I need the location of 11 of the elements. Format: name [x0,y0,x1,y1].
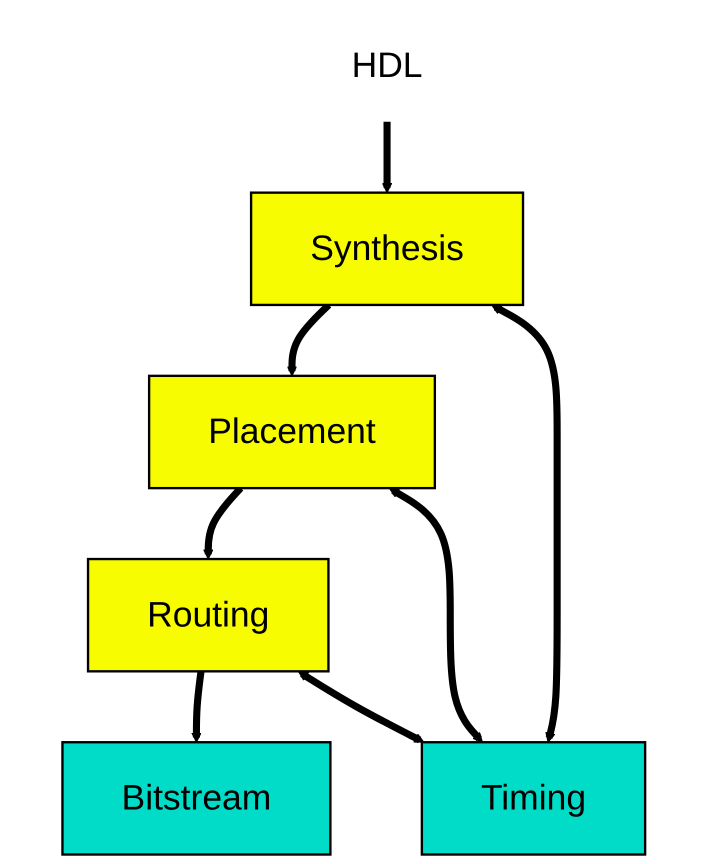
node-box: Bitstream [61,741,332,856]
arrow [382,122,392,194]
arrow [191,670,205,743]
node-text: HDL [352,46,423,86]
node-box: Placement [148,374,436,490]
node-box: Synthesis [250,191,524,306]
arrow [298,670,425,744]
arrow [491,304,561,743]
node-box: Routing [87,558,330,673]
arrow [389,487,484,743]
node-box: Timing [420,741,647,856]
